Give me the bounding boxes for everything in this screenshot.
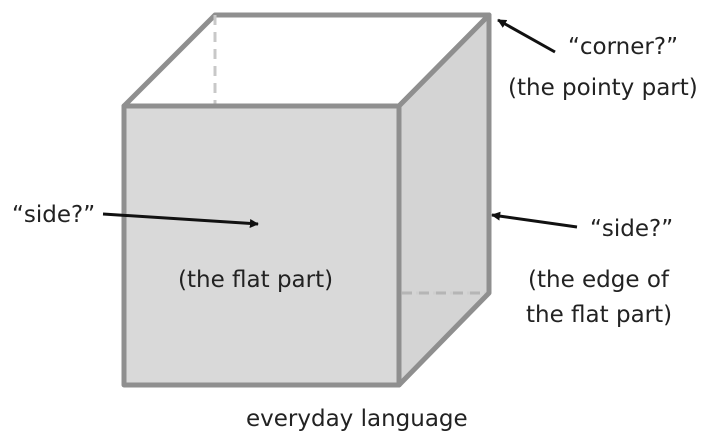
edge-question-label: “side?” xyxy=(590,216,673,242)
face-question-label: “side?” xyxy=(12,202,95,228)
cube-front-face xyxy=(121,103,402,388)
corner-note-label: (the pointy part) xyxy=(508,75,698,101)
caption-label: everyday language xyxy=(246,406,468,432)
corner-question-label: “corner?” xyxy=(568,34,678,60)
corner-arrow xyxy=(497,18,556,54)
edge-arrow xyxy=(491,211,578,229)
face-arrow xyxy=(102,212,259,228)
edge-note-line2-label: the flat part) xyxy=(526,302,672,328)
face-note-label: (the flat part) xyxy=(178,267,333,293)
edge-note-line1-label: (the edge of xyxy=(528,267,670,293)
